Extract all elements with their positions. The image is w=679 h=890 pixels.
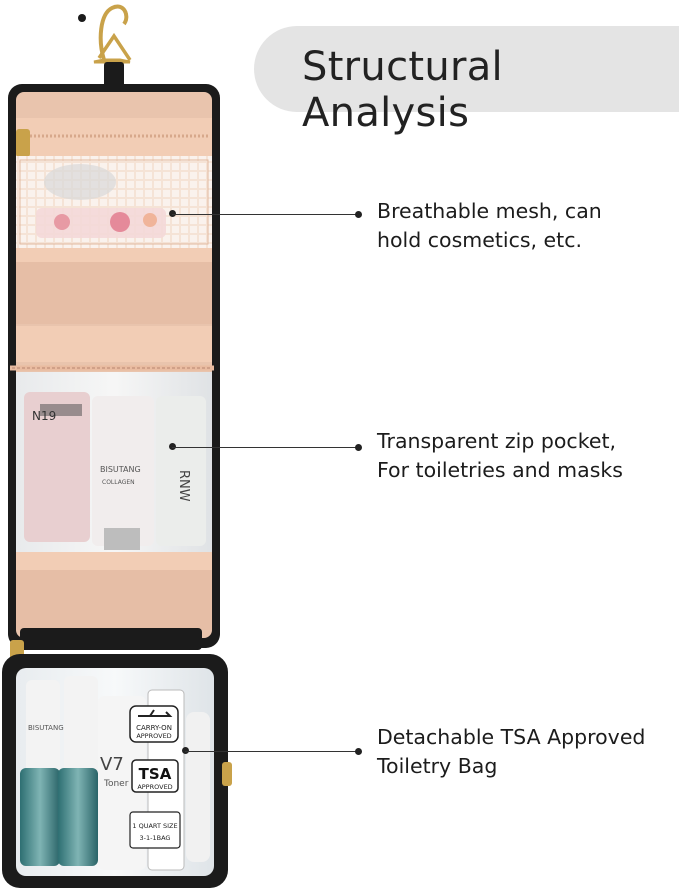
quart-text-1: 1 QUART SIZE — [132, 822, 177, 830]
tsa-approved-text: APPROVED — [137, 783, 172, 791]
callout-end-dot-mesh — [355, 211, 362, 218]
callout-line-mesh — [172, 214, 358, 215]
callout-end-dot-pocket — [355, 444, 362, 451]
callout-mesh-line-2: hold cosmetics, etc. — [377, 228, 582, 252]
bottle-label-bisutang: BISUTANG — [28, 724, 64, 732]
carry-on-text-1: CARRY-ON — [136, 724, 172, 732]
product-label-collagen: COLLAGEN — [102, 479, 135, 486]
title-banner — [254, 26, 679, 112]
callout-end-dot-tsa — [355, 748, 362, 755]
callout-dot-tsa — [182, 747, 189, 754]
product-label-rnw: RNW — [176, 470, 191, 502]
product-label-bisutang: BISUTANG — [100, 465, 141, 474]
callout-tsa-line-1: Detachable TSA Approved — [377, 725, 646, 749]
carry-on-text-2: APPROVED — [136, 732, 171, 740]
callout-pocket-line-2: For toiletries and masks — [377, 458, 623, 482]
product-label-n19: N19 — [32, 409, 56, 423]
callout-dot-pocket — [169, 443, 176, 450]
quart-text-2: 3-1-1BAG — [140, 834, 171, 842]
carry-on-badge: CARRY-ON APPROVED — [129, 705, 179, 743]
callout-dot-mesh — [169, 210, 176, 217]
hanger-hook — [78, 4, 132, 90]
callout-line-pocket — [172, 447, 358, 448]
callout-text-pocket: Transparent zip pocket, For toiletries a… — [377, 427, 623, 485]
page-title: Structural Analysis — [302, 44, 503, 136]
main-bag-body — [8, 84, 220, 648]
toner-label-v7: V7 — [100, 754, 124, 775]
callout-mesh-line-1: Breathable mesh, can — [377, 199, 602, 223]
callout-tsa-line-2: Toiletry Bag — [377, 754, 498, 778]
tsa-badge: TSA APPROVED — [131, 759, 179, 793]
tsa-text: TSA — [139, 765, 172, 783]
quart-badge: 1 QUART SIZE 3-1-1BAG — [129, 811, 181, 849]
callout-text-mesh: Breathable mesh, can hold cosmetics, etc… — [377, 197, 602, 255]
callout-line-tsa — [185, 751, 358, 752]
toner-label-word: Toner — [103, 779, 129, 789]
callout-text-tsa: Detachable TSA Approved Toiletry Bag — [377, 723, 645, 781]
callout-pocket-line-1: Transparent zip pocket, — [377, 429, 617, 453]
